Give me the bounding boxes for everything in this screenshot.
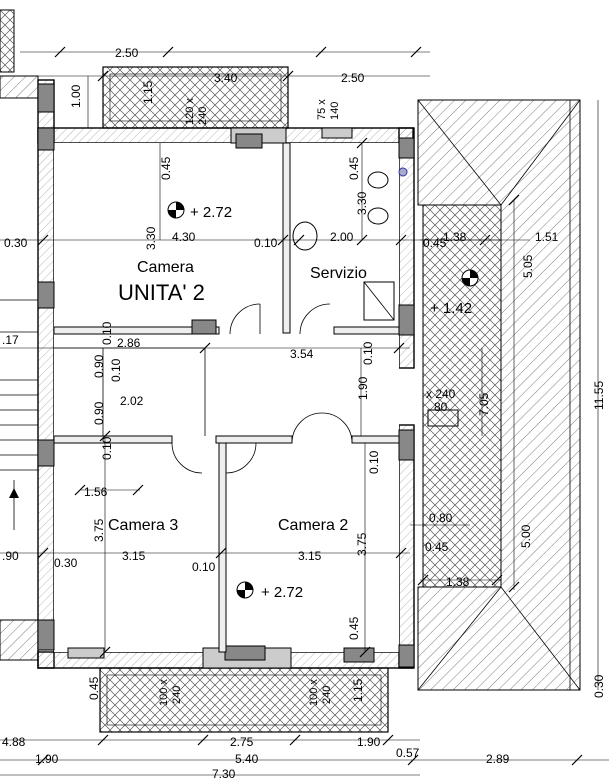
vertical-dimension-texts: 1.00 1.15 120 x 240 75 x 140 0.45 0.45 3… bbox=[69, 80, 606, 706]
dimension-label: 1.90 bbox=[357, 735, 381, 749]
dimension-label: 3.75 bbox=[92, 518, 106, 542]
dimension-label: 0.10 bbox=[254, 236, 278, 250]
dimension-lines bbox=[0, 51, 609, 776]
dimension-label: 1.90 bbox=[35, 752, 59, 766]
dimension-label: 3.75 bbox=[355, 532, 369, 556]
dimension-label: 0.45 bbox=[425, 540, 449, 554]
dimension-label: .17 bbox=[2, 333, 19, 347]
dimension-label: 4.30 bbox=[172, 230, 196, 244]
interior-walls bbox=[53, 142, 400, 653]
level-value: + 2.72 bbox=[261, 584, 303, 601]
dimension-label: 0.10 bbox=[100, 321, 114, 345]
dimension-label: 140 bbox=[329, 102, 341, 120]
dimension-label: 0.10 bbox=[361, 341, 375, 365]
dimension-label: 0.57 bbox=[396, 746, 420, 760]
dimension-label: 1.51 bbox=[535, 230, 559, 244]
dimension-label: 2.50 bbox=[341, 71, 365, 85]
dimension-label: 3.54 bbox=[290, 347, 314, 361]
level-value: + 1.42 bbox=[430, 300, 472, 317]
dimension-label: 0.45 bbox=[159, 156, 173, 180]
unit-label: UNITA' 2 bbox=[118, 280, 205, 305]
left-stair bbox=[0, 9, 39, 661]
dimension-label: 100 x bbox=[158, 679, 170, 706]
dimension-label: 2.89 bbox=[486, 752, 510, 766]
room-label-camera: Camera bbox=[137, 259, 194, 276]
dimension-label: 0.10 bbox=[109, 358, 123, 382]
dimension-label: 240 bbox=[197, 107, 209, 125]
dimension-label: 5.05 bbox=[521, 254, 535, 278]
dimension-label: 0.10 bbox=[367, 450, 381, 474]
dimension-label: 7.05 bbox=[477, 392, 491, 416]
dimension-label: 100 x bbox=[308, 679, 320, 706]
sink-icon bbox=[292, 221, 318, 251]
dimension-label: 0.30 bbox=[592, 674, 606, 698]
dimension-label: 2.00 bbox=[330, 230, 354, 244]
dimension-label: 11.55 bbox=[592, 381, 606, 410]
balcony-top bbox=[102, 66, 289, 129]
dimension-label: 0.10 bbox=[192, 560, 216, 574]
dimension-label: 0.30 bbox=[54, 556, 78, 570]
dimension-label: 1.15 bbox=[141, 80, 155, 104]
dimension-label: x 240 bbox=[426, 387, 456, 401]
dimension-label: 75 x bbox=[316, 99, 328, 120]
dimension-label: 3.15 bbox=[122, 549, 146, 563]
dimension-label: 0.45 bbox=[347, 616, 361, 640]
dimension-label: 3.40 bbox=[214, 71, 238, 85]
bidet-icon bbox=[367, 207, 389, 225]
dimension-label: 2.75 bbox=[230, 735, 254, 749]
dimension-label: 0.45 bbox=[423, 236, 447, 250]
dimension-label: 2.02 bbox=[120, 394, 144, 408]
room-label-camera-2: Camera 2 bbox=[278, 517, 348, 534]
roof bbox=[417, 99, 581, 691]
dimension-label: .90 bbox=[2, 549, 19, 563]
dimension-label: 0.80 bbox=[429, 511, 453, 525]
dimension-label: 240 bbox=[321, 686, 333, 704]
dimension-label: 2.86 bbox=[117, 336, 141, 350]
dimension-label: 1.90 bbox=[356, 376, 370, 400]
fixtures bbox=[292, 167, 459, 427]
toilet-icon bbox=[367, 171, 389, 189]
room-label-camera-3: Camera 3 bbox=[108, 517, 178, 534]
dimension-label: 1.00 bbox=[69, 84, 83, 108]
dimension-label: 2.50 bbox=[115, 46, 139, 60]
dimension-label: 120 x bbox=[184, 98, 196, 125]
tick-marks bbox=[37, 46, 583, 766]
dimension-label: 0.10 bbox=[100, 436, 114, 460]
dimension-texts: 2.50 3.40 2.50 0.30 4.30 0.10 2.00 0.45 … bbox=[2, 46, 559, 780]
doors bbox=[171, 303, 353, 474]
room-label-servizio: Servizio bbox=[310, 265, 367, 282]
exterior-walls bbox=[37, 79, 415, 669]
dimension-label: 3.30 bbox=[355, 191, 369, 215]
dimension-label: 4.88 bbox=[2, 735, 26, 749]
balcony-bottom bbox=[99, 667, 389, 733]
dimension-label: 1.38 bbox=[446, 575, 470, 589]
dimension-label: 0.45 bbox=[347, 156, 361, 180]
dimension-label: 80 bbox=[434, 400, 448, 414]
level-marker-icon bbox=[167, 201, 185, 219]
dimension-label: 0.30 bbox=[4, 236, 28, 250]
dimension-label: 1.56 bbox=[84, 485, 108, 499]
dimension-label: 0.90 bbox=[92, 401, 106, 425]
dimension-label: 3.15 bbox=[298, 549, 322, 563]
dimension-label: 0.90 bbox=[92, 354, 106, 378]
dimension-label: 1.15 bbox=[351, 678, 365, 702]
level-marker-icon bbox=[461, 269, 479, 287]
dimension-label: 5.00 bbox=[519, 524, 533, 548]
level-value: + 2.72 bbox=[190, 204, 232, 221]
dimension-label: 0.45 bbox=[87, 676, 101, 700]
dimension-label: 1.38 bbox=[443, 230, 467, 244]
dimension-label: 3.30 bbox=[144, 226, 158, 250]
dimension-label: 5.40 bbox=[235, 752, 259, 766]
dimension-label: 240 bbox=[171, 686, 183, 704]
dimension-label: 7.30 bbox=[212, 767, 236, 780]
drain-icon bbox=[398, 167, 408, 177]
level-marker-icon bbox=[236, 581, 254, 599]
